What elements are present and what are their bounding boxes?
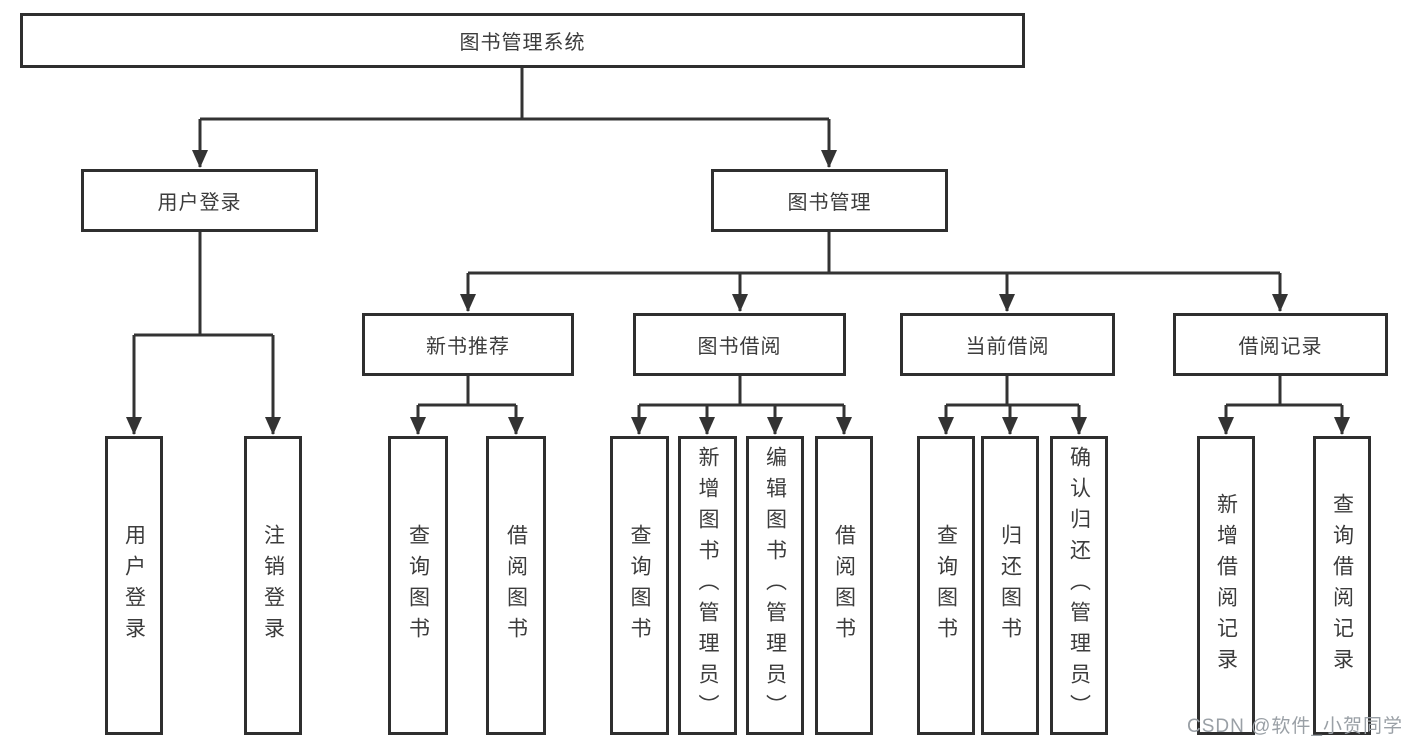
leaf-user-login: 用户登录 [105,436,163,735]
leaf-query-borrow-record: 查询借阅记录 [1313,436,1371,735]
leaf-add-borrow-record-label: 新增借阅记录 [1214,492,1238,679]
leaf-borrow-books-1-label: 借阅图书 [504,523,528,648]
leaf-query-books-1-label: 查询图书 [406,523,430,648]
leaf-query-books-3-label: 查询图书 [934,523,958,648]
leaf-edit-book-admin-label: 编辑图书（管理员） [763,446,787,725]
node-root-label: 图书管理系统 [459,32,586,54]
leaf-add-book-admin-label: 新增图书（管理员） [696,446,720,725]
connector-book-management-trunk [468,232,1280,275]
leaf-add-book-admin: 新增图书（管理员） [678,436,737,735]
leaf-logout: 注销登录 [244,436,302,735]
leaf-query-books-2-label: 查询图书 [628,523,652,648]
csdn-watermark: CSDN @软件_小贺同学 [1187,716,1403,737]
node-book-borrowing: 图书借阅 [633,313,846,376]
node-borrow-records: 借阅记录 [1173,313,1388,376]
leaf-add-borrow-record: 新增借阅记录 [1197,436,1255,735]
node-new-book-recommend-label: 新书推荐 [426,336,510,358]
leaf-confirm-return-admin: 确认归还（管理员） [1050,436,1108,735]
leaf-query-books-1: 查询图书 [388,436,448,735]
leaf-borrow-books-2-label: 借阅图书 [832,523,856,648]
node-current-borrowing: 当前借阅 [900,313,1115,376]
leaf-return-books-label: 归还图书 [998,523,1022,648]
leaf-query-borrow-record-label: 查询借阅记录 [1330,492,1354,679]
connector-borrow-records-trunk [1226,376,1342,407]
leaf-edit-book-admin: 编辑图书（管理员） [746,436,804,735]
node-user-login-branch-label: 用户登录 [157,192,242,214]
leaf-query-books-2: 查询图书 [610,436,669,735]
node-new-book-recommend: 新书推荐 [362,313,574,376]
leaf-query-books-3: 查询图书 [917,436,975,735]
connector-book-borrowing-trunk [639,376,844,407]
connector-root-trunk [200,68,829,121]
leaf-user-login-label: 用户登录 [122,523,146,648]
leaf-confirm-return-admin-label: 确认归还（管理员） [1067,446,1091,725]
node-book-management-label: 图书管理 [787,192,872,214]
leaf-logout-label: 注销登录 [261,523,285,648]
node-borrow-records-label: 借阅记录 [1238,336,1323,358]
connector-current-borrowing-trunk [946,376,1079,407]
leaf-borrow-books-2: 借阅图书 [815,436,873,735]
node-book-management: 图书管理 [711,169,948,232]
node-current-borrowing-label: 当前借阅 [965,336,1050,358]
connector-user-login-trunk [134,232,273,337]
connector-new-book-trunk [418,376,516,407]
leaf-return-books: 归还图书 [981,436,1039,735]
node-user-login-branch: 用户登录 [81,169,318,232]
leaf-borrow-books-1: 借阅图书 [486,436,546,735]
node-book-borrowing-label: 图书借阅 [697,336,782,358]
node-root: 图书管理系统 [20,13,1025,68]
